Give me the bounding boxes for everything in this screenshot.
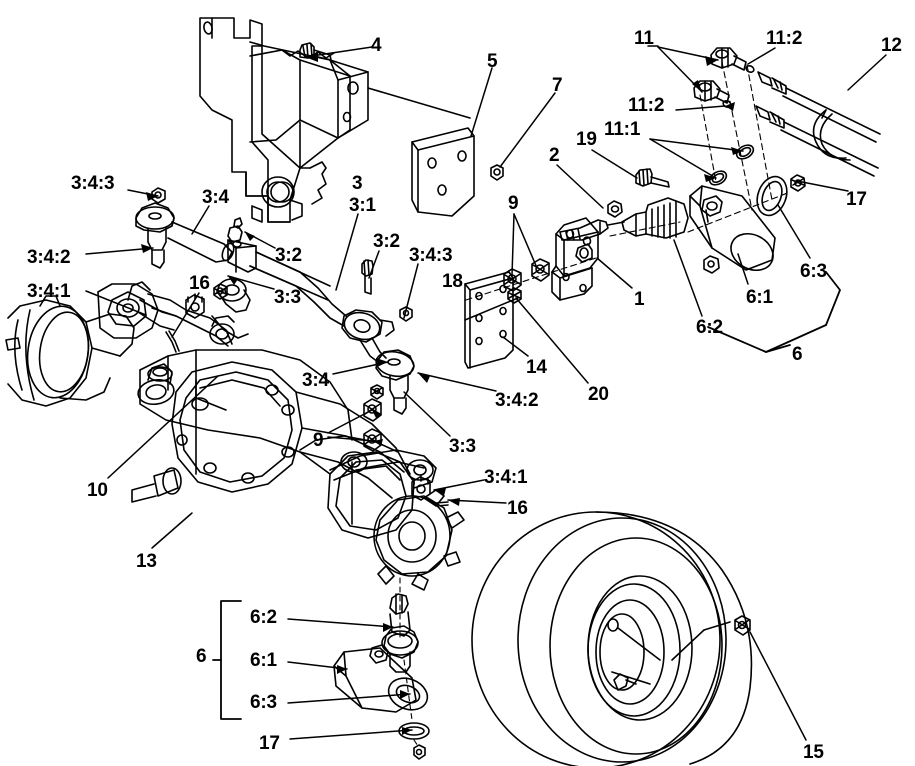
callout-3-4-1-left: 3:4:1	[27, 281, 71, 302]
frame-bracket-illustration	[199, 17, 471, 223]
callout-9-top: 9	[508, 193, 519, 214]
tie-rod-end-left	[135, 202, 235, 269]
callout-4: 4	[371, 35, 382, 56]
callout-6-1-bottom: 6:1	[250, 650, 277, 671]
callout-6-3-bottom: 6:3	[250, 692, 277, 713]
callout-3-1: 3:1	[349, 195, 376, 216]
callout-1: 1	[634, 289, 645, 310]
lug-nut-15	[671, 615, 751, 661]
steering-cylinder-right	[689, 185, 776, 274]
mount-plate-5	[411, 127, 475, 217]
o-ring-11-1	[708, 144, 755, 186]
tire-and-wheel	[471, 511, 753, 766]
callout-3-2-right: 3:2	[373, 231, 400, 252]
callout-3-4-2-left: 3:4:2	[27, 247, 71, 268]
callout-6-1: 6:1	[746, 287, 773, 308]
callout-17-top: 17	[846, 189, 867, 210]
group-bracket-6-right	[707, 324, 827, 353]
callout-6-3-top: 6:3	[800, 261, 827, 282]
cotter-pin-16-right	[427, 497, 449, 507]
callout-6-2-bottom: 6:2	[250, 607, 277, 628]
castle-nut-3-4-1-left	[185, 293, 205, 319]
callout-15: 15	[803, 742, 824, 763]
bolt-20	[507, 287, 522, 304]
callout-3-4-3-left: 3:4:3	[71, 173, 115, 194]
nut-17-top	[790, 174, 806, 192]
callout-3-4-left: 3:4	[202, 187, 229, 208]
callout-17-bottom: 17	[259, 733, 280, 754]
callout-16-right: 16	[507, 498, 528, 519]
mount-plate-18	[464, 271, 514, 369]
callout-11: 11	[634, 28, 654, 49]
callout-3: 3	[352, 173, 363, 194]
callout-3-2-left: 3:2	[275, 245, 302, 266]
seal-6-3	[756, 175, 788, 217]
steering-knuckle-right	[299, 435, 465, 591]
callout-7: 7	[552, 75, 563, 96]
castle-nut-3-4-1-right	[411, 475, 431, 501]
callout-6-2: 6:2	[696, 317, 723, 338]
steering-cylinder-exploded-lower	[333, 593, 430, 760]
callout-6-right: 6	[792, 344, 803, 365]
leader-arrowheads	[141, 52, 743, 735]
drag-link-3-1	[249, 251, 347, 327]
callout-3-4-1-right: 3:4:1	[484, 467, 528, 488]
callout-3-4-3-right: 3:4:3	[409, 245, 453, 266]
callout-13: 13	[136, 551, 157, 572]
hydraulic-hose-assembly	[693, 47, 881, 177]
callout-11-1: 11:1	[604, 119, 641, 140]
cotter-pin-16-left	[165, 330, 180, 353]
callout-5: 5	[487, 51, 498, 72]
callout-3-3-right: 3:3	[449, 436, 476, 457]
group-bracket-6-right-upper	[825, 271, 841, 326]
callout-11-2-mid: 11:2	[628, 95, 665, 116]
front-axle-assembly	[5, 278, 411, 503]
washer-2	[607, 200, 623, 218]
callout-6-left: 6	[196, 646, 207, 667]
callout-20: 20	[588, 384, 609, 405]
callout-9-bottom: 9	[313, 430, 324, 451]
group-bracket-6-left	[212, 600, 242, 720]
callout-14: 14	[526, 357, 547, 378]
bolt-19	[635, 168, 670, 188]
nut-7	[490, 164, 504, 181]
callout-3-4-2-right: 3:4:2	[495, 390, 539, 411]
cylinder-mount-bracket-1	[551, 217, 599, 301]
callout-12: 12	[881, 35, 902, 56]
callout-3-4-mid: 3:4	[302, 370, 329, 391]
callout-19: 19	[576, 129, 597, 150]
callout-11-2-top: 11:2	[766, 28, 803, 49]
bolt-3-2-right	[361, 259, 374, 295]
callout-2: 2	[549, 145, 560, 166]
callout-3-3-left: 3:3	[274, 287, 301, 308]
leader-lines	[85, 46, 887, 741]
callout-10: 10	[87, 480, 108, 501]
callout-18: 18	[442, 271, 463, 292]
callout-16-left: 16	[189, 273, 210, 294]
nut-3-3-right	[370, 384, 384, 400]
